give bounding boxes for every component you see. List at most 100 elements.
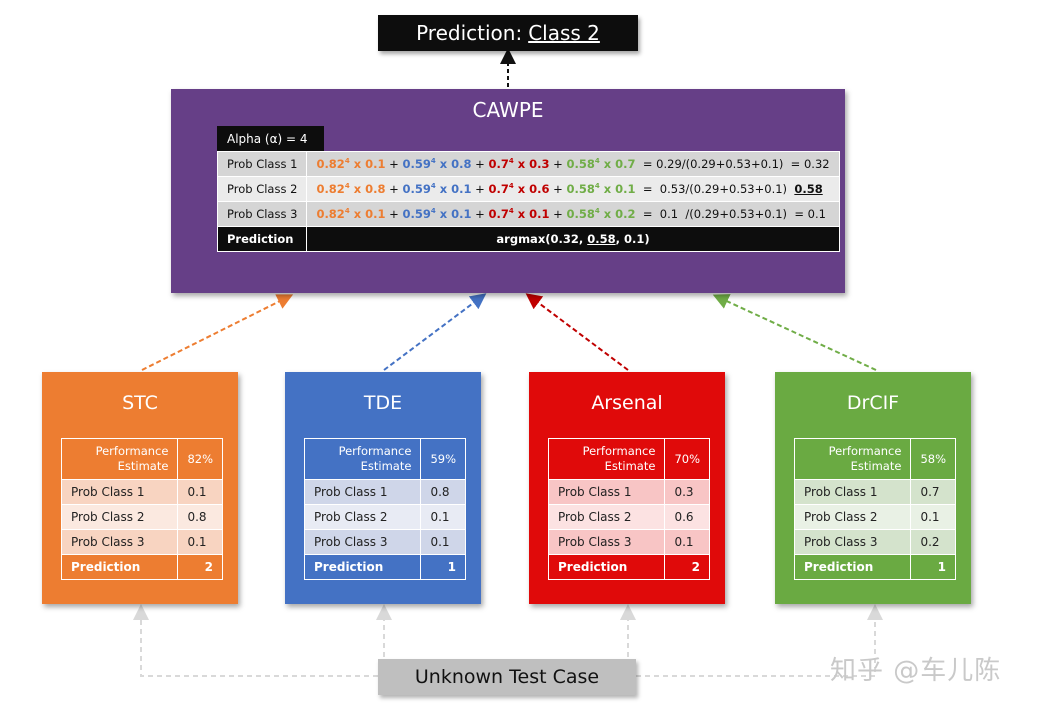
term-exponent: 4 <box>594 182 600 191</box>
weighted-term: 0.594 x 0.1 <box>402 182 471 196</box>
arrow-arsenal-to-cawpe <box>525 293 629 371</box>
probability-value: 0.1 <box>177 529 223 555</box>
term-exponent: 4 <box>508 182 514 191</box>
term-exponent: 4 <box>344 182 350 191</box>
weighted-term: 0.824 x 0.8 <box>316 182 385 196</box>
classifier-prediction-value: 1 <box>420 554 466 580</box>
term-factor: x 0.1 <box>435 182 472 196</box>
cawpe-row-formula: 0.824 x 0.1 + 0.594 x 0.8 + 0.74 x 0.3 +… <box>306 151 840 177</box>
probability-value: 0.6 <box>664 504 710 530</box>
cawpe-row-label: Prob Class 3 <box>216 201 308 227</box>
term-factor: x 0.1 <box>349 207 386 221</box>
performance-value: 82% <box>177 438 223 480</box>
normalisation-text: = 0.1 /(0.29+0.53+0.1) = <box>635 207 808 221</box>
performance-value: 58% <box>910 438 956 480</box>
row-result: 0.1 <box>807 207 826 221</box>
probability-label: Prob Class 3 <box>793 529 912 555</box>
weighted-term: 0.74 x 0.6 <box>488 182 549 196</box>
watermark-text: 知乎 @车儿陈 <box>830 656 1002 686</box>
cawpe-prediction-formula: argmax(0.32, 0.58, 0.1) <box>306 226 840 252</box>
probability-value: 0.1 <box>910 504 956 530</box>
cawpe-row-formula: 0.824 x 0.1 + 0.594 x 0.1 + 0.74 x 0.1 +… <box>306 201 840 227</box>
term-factor: x 0.3 <box>513 157 550 171</box>
term-base: 0.7 <box>488 207 509 221</box>
argmax-suffix: , 0.1) <box>615 232 650 246</box>
weighted-term: 0.824 x 0.1 <box>316 207 385 221</box>
cawpe-title: CAWPE <box>472 98 544 122</box>
probability-value: 0.1 <box>177 479 223 505</box>
plus-sign: + <box>549 207 567 221</box>
weighted-term: 0.74 x 0.1 <box>488 207 549 221</box>
term-base: 0.58 <box>566 207 595 221</box>
probability-label: Prob Class 1 <box>303 479 422 505</box>
term-base: 0.7 <box>488 157 509 171</box>
weighted-term: 0.74 x 0.3 <box>488 157 549 171</box>
plus-sign: + <box>385 182 403 196</box>
probability-value: 0.1 <box>420 529 466 555</box>
cawpe-row-label: Prob Class 1 <box>216 151 308 177</box>
probability-value: 0.2 <box>910 529 956 555</box>
term-exponent: 4 <box>430 207 436 216</box>
probability-label: Prob Class 1 <box>793 479 912 505</box>
performance-label-line2: Estimate <box>360 459 412 473</box>
term-base: 0.82 <box>316 207 345 221</box>
term-exponent: 4 <box>508 157 514 166</box>
term-exponent: 4 <box>508 207 514 216</box>
probability-label: Prob Class 1 <box>547 479 666 505</box>
arrow-stc-to-cawpe <box>141 294 294 371</box>
classifier-title: STC <box>122 392 158 414</box>
term-base: 0.59 <box>402 157 431 171</box>
weighted-term: 0.594 x 0.1 <box>402 207 471 221</box>
probability-label: Prob Class 2 <box>303 504 422 530</box>
row-result: 0.32 <box>803 157 830 171</box>
performance-label-line2: Estimate <box>117 459 169 473</box>
probability-label: Prob Class 2 <box>793 504 912 530</box>
probability-value: 0.3 <box>664 479 710 505</box>
term-base: 0.7 <box>488 182 509 196</box>
argmax-prefix: argmax(0.32, <box>496 232 588 246</box>
classifier-prediction-label: Prediction <box>547 554 666 580</box>
weighted-term: 0.584 x 0.1 <box>566 182 635 196</box>
weighted-term: 0.594 x 0.8 <box>402 157 471 171</box>
term-base: 0.58 <box>566 157 595 171</box>
arrow-tde-to-cawpe <box>383 293 487 371</box>
term-base: 0.59 <box>402 207 431 221</box>
unknown-test-case-box: Unknown Test Case <box>378 659 636 695</box>
classifier-prediction-label: Prediction <box>793 554 912 580</box>
probability-label: Prob Class 3 <box>60 529 179 555</box>
plus-sign: + <box>549 182 567 196</box>
normalisation-text: = 0.53/(0.29+0.53+0.1) <box>635 182 795 196</box>
term-exponent: 4 <box>430 157 436 166</box>
probability-value: 0.1 <box>664 529 710 555</box>
cawpe-prediction-label: Prediction <box>216 226 308 252</box>
term-exponent: 4 <box>430 182 436 191</box>
term-exponent: 4 <box>344 157 350 166</box>
probability-label: Prob Class 3 <box>547 529 666 555</box>
final-prediction-prefix: Prediction: <box>416 21 523 45</box>
term-factor: x 0.8 <box>435 157 472 171</box>
plus-sign: + <box>385 207 403 221</box>
final-prediction-box: Prediction: Class 2 <box>378 15 638 51</box>
classifier-prediction-value: 1 <box>910 554 956 580</box>
